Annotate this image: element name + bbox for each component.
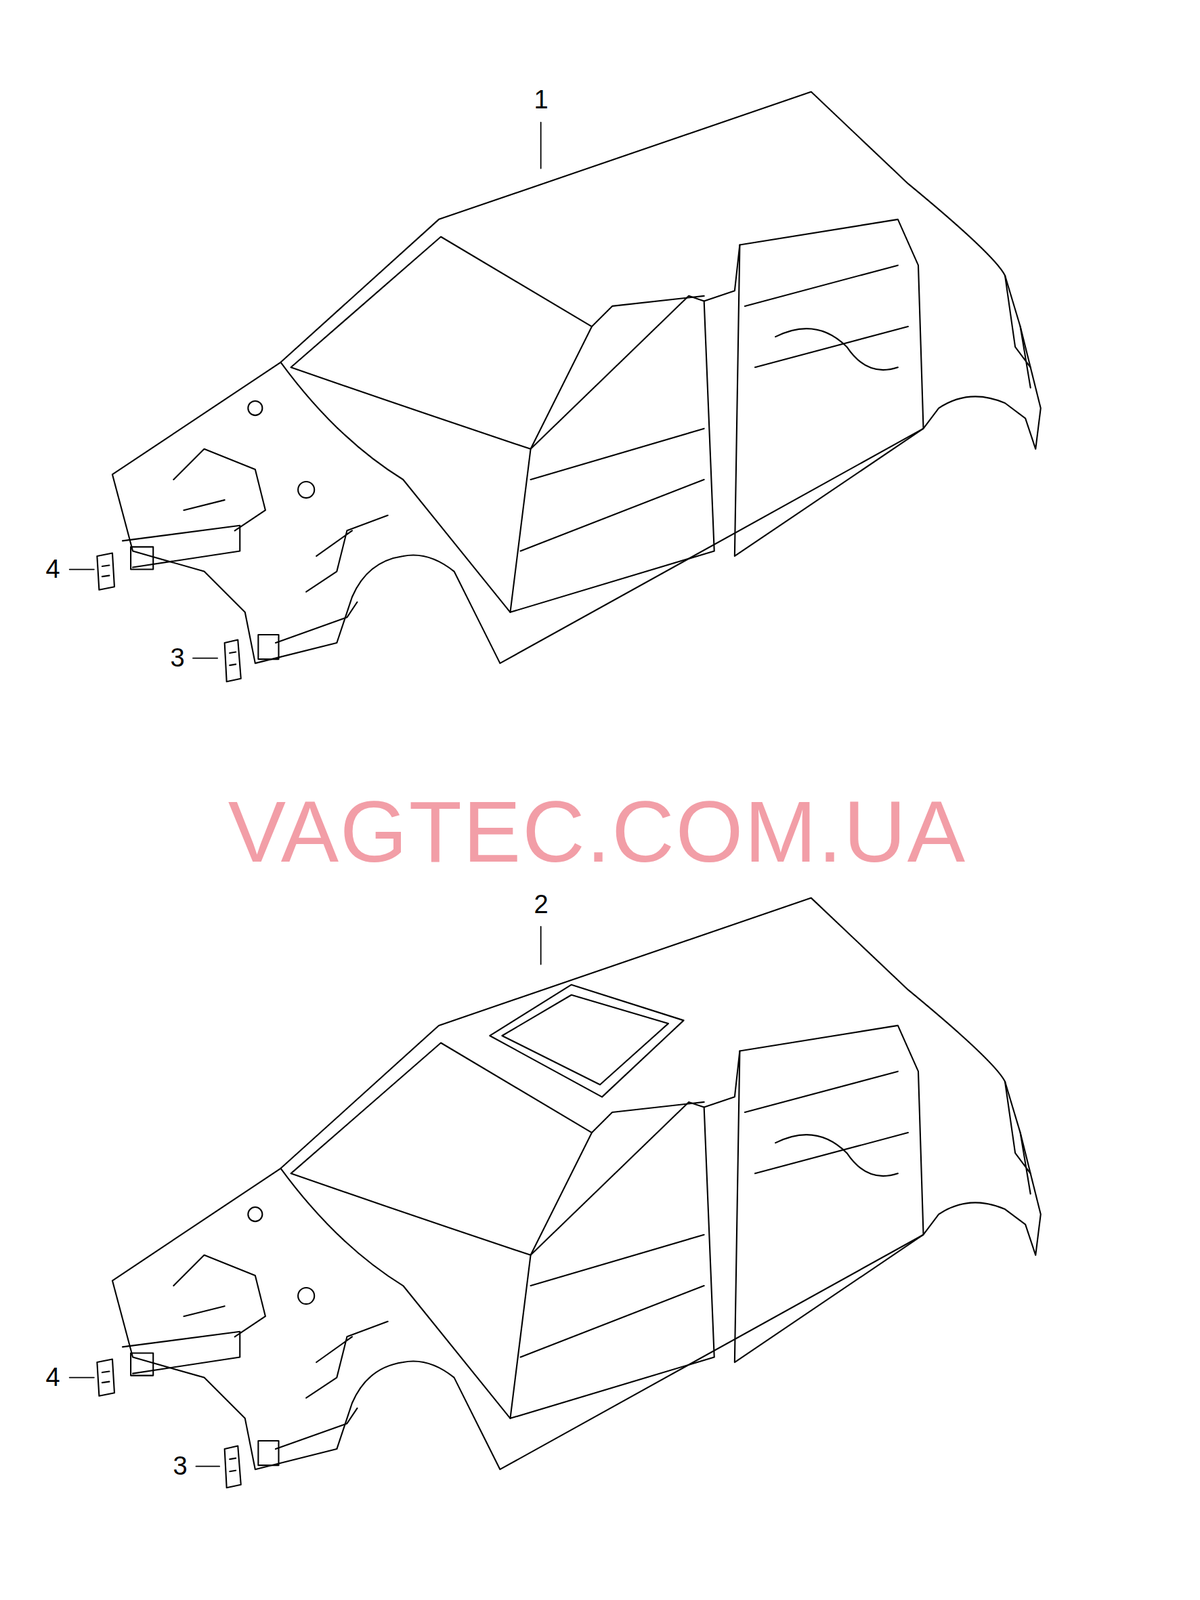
car-body [96,92,1041,682]
sunroof-opening [489,984,684,1098]
callout-number: 4 [45,555,60,584]
car-body-sunroof [96,897,1041,1488]
callout-number: 2 [533,890,548,919]
callout-number: 3 [169,644,185,673]
watermark: VAGTEC.COM.UA [228,784,967,880]
callout-number: 4 [45,1363,60,1392]
callout-number: 1 [533,86,548,115]
callout-number: 3 [172,1451,187,1481]
